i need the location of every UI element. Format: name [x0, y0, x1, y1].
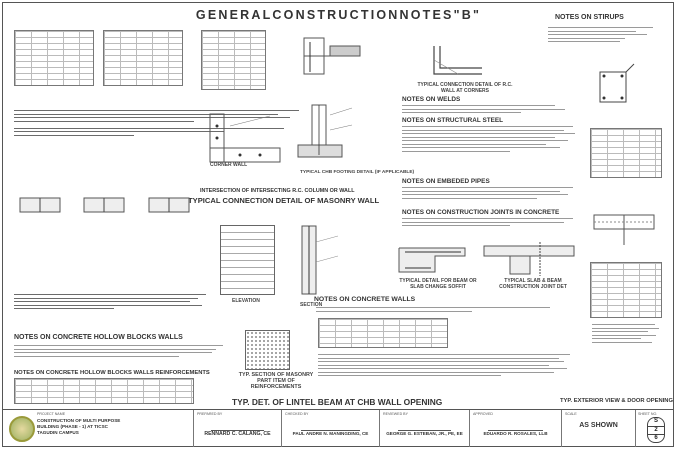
lintel-caption: TYP. DET. OF LINTEL BEAM AT CHB WALL OPE…: [232, 397, 443, 407]
concrete-walls-notes: [316, 305, 576, 314]
slab-change-drawing: [398, 247, 466, 273]
embedded-pipes-heading: NOTES ON EMBEDED PIPES: [402, 178, 490, 185]
prepared-signature-line: [211, 430, 264, 431]
chb-reinforcement-heading: NOTES ON CONCRETE HOLLOW BLOCKS WALLS RE…: [14, 370, 210, 376]
rebar-schedule-table: [201, 30, 266, 90]
steel-table: [590, 128, 662, 178]
corner-wall-drawing: [209, 113, 281, 163]
masonry-elevation: [220, 225, 275, 295]
masonry-section-caption: TYP. SECTION OF MASONRY PART ITEM OF REI…: [238, 372, 314, 390]
checked-signature-line: [301, 430, 360, 431]
checked-cell: CHECKED BY PAUL ANDRE N. MANINGDING, CE: [281, 410, 379, 447]
chb-walls-notes: [14, 343, 234, 359]
structural-steel-notes: [402, 124, 582, 154]
reviewed-label: REVIEWED BY: [383, 412, 408, 416]
section-caption: SECTION: [300, 302, 323, 308]
seal-icon: [9, 416, 35, 442]
approved-label: APPROVED: [473, 412, 493, 416]
title-block: PROJECT NAME CONSTRUCTION OF MULTI PURPO…: [3, 409, 673, 447]
wall-reinforcement-table: [590, 262, 662, 318]
chb-reinforcement-table: [14, 378, 194, 404]
project-name: CONSTRUCTION OF MULTI PURPOSE BUILDING (…: [37, 418, 120, 436]
corner-wall-caption: CORNER WALL: [210, 162, 248, 168]
reviewed-cell: REVIEWED BY GEORGE G. ESTEBAN, JR., PE, …: [379, 410, 469, 447]
stirrup-detail-drawing: [599, 63, 635, 103]
project-line-2: BUILDING (PHASE - 1) AT TICSC: [37, 424, 108, 429]
slab-change-caption: TYPICAL DETAIL FOR BEAM OR SLAB CHANGE S…: [399, 278, 477, 290]
chb-footing-drawing: [297, 104, 353, 158]
masonry-section-block: [245, 330, 290, 370]
chb-walls-heading: NOTES ON CONCRETE HOLLOW BLOCKS WALLS: [14, 334, 183, 341]
project-line-1: CONSTRUCTION OF MULTI PURPOSE: [37, 418, 121, 423]
masonry-wall-caption: TYPICAL CONNECTION DETAIL OF MASONRY WAL…: [188, 196, 380, 205]
slab-beam-joint-drawing: [483, 242, 575, 276]
general-notes-left: [14, 108, 314, 138]
project-cell: PROJECT NAME CONSTRUCTION OF MULTI PURPO…: [3, 410, 193, 447]
sheet-label: SHEET NO.: [638, 412, 658, 416]
stirrups-heading: NOTES ON STIRUPS: [555, 14, 624, 21]
prepared-cell: PREPARED BY RENNARD C. CALANG, CE: [193, 410, 281, 447]
sheet-number-badge: S 2 6: [647, 417, 665, 443]
concrete-walls-table: [318, 318, 448, 348]
prepared-name: RENNARD C. CALANG, CE: [204, 431, 271, 437]
approved-cell: APPROVED EDUARDO R. ROSALES, LLB: [469, 410, 561, 447]
sheet-title: GENERALCONSTRUCTIONNOTES"B": [195, 8, 482, 22]
scale-value: AS SHOWN: [579, 422, 618, 429]
lap-splice-table: [14, 30, 94, 86]
masonry-section-drawing: [301, 225, 339, 295]
sheet-cell: SHEET NO. S 2 6: [635, 410, 673, 447]
reviewed-name: GEORGE G. ESTEBAN, JR., PE, EE: [386, 431, 463, 436]
scale-label: SCALE: [565, 412, 577, 416]
concrete-walls-more-notes: [318, 352, 580, 379]
joint-detail-drawing: [593, 214, 655, 245]
sheet-of: 2: [648, 425, 664, 435]
rc-wall-corner-drawing: [433, 46, 482, 75]
welds-heading: NOTES ON WELDS: [402, 96, 461, 103]
construction-joints-heading: NOTES ON CONSTRUCTION JOINTS IN CONCRETE: [402, 209, 560, 216]
scale-cell: SCALE AS SHOWN: [561, 410, 635, 447]
slab-beam-joint-caption: TYPICAL SLAB & BEAM CONSTRUCTION JOINT D…: [499, 278, 567, 290]
project-line-3: TAGUDIN CAMPUS: [37, 430, 79, 435]
prepared-label: PREPARED BY: [197, 412, 223, 416]
approved-name: EDUARDO R. ROSALES, LLB: [483, 431, 548, 436]
stirrups-notes: [548, 25, 658, 45]
structural-steel-heading: NOTES ON STRUCTURAL STEEL: [402, 117, 504, 124]
approved-signature-line: [488, 430, 543, 431]
chb-footing-caption: TYPICAL CHB FOOTING DETAIL (IF APPLICABL…: [300, 170, 415, 175]
intersection-caption: INTERSECTION OF INTERSECTING R.C. COLUMN…: [200, 188, 355, 194]
checked-name: PAUL ANDRE N. MANINGDING, CE: [292, 431, 369, 436]
exterior-caption: TYP. EXTERIOR VIEW & DOOR OPENING: [560, 398, 673, 404]
sheet-letter: S: [653, 418, 658, 424]
project-label: PROJECT NAME: [37, 412, 66, 416]
exterior-notes: [592, 322, 662, 345]
sheet-total: 6: [648, 434, 664, 443]
reviewed-signature-line: [397, 430, 452, 431]
welds-notes: [402, 103, 572, 116]
concrete-walls-heading: NOTES ON CONCRETE WALLS: [314, 296, 416, 303]
construction-joints-notes: [402, 216, 582, 229]
rc-connection-drawing: [303, 37, 361, 75]
checked-label: CHECKED BY: [285, 412, 309, 416]
elevation-caption: ELEVATION: [232, 298, 260, 304]
connection-corners-caption: TYPICAL CONNECTION DETAIL OF R.C. WALL A…: [417, 82, 513, 94]
chb-general-notes: [14, 292, 214, 312]
wall-junction-details: [19, 197, 190, 213]
embedded-pipes-notes: [402, 185, 582, 201]
hook-table: [103, 30, 183, 86]
